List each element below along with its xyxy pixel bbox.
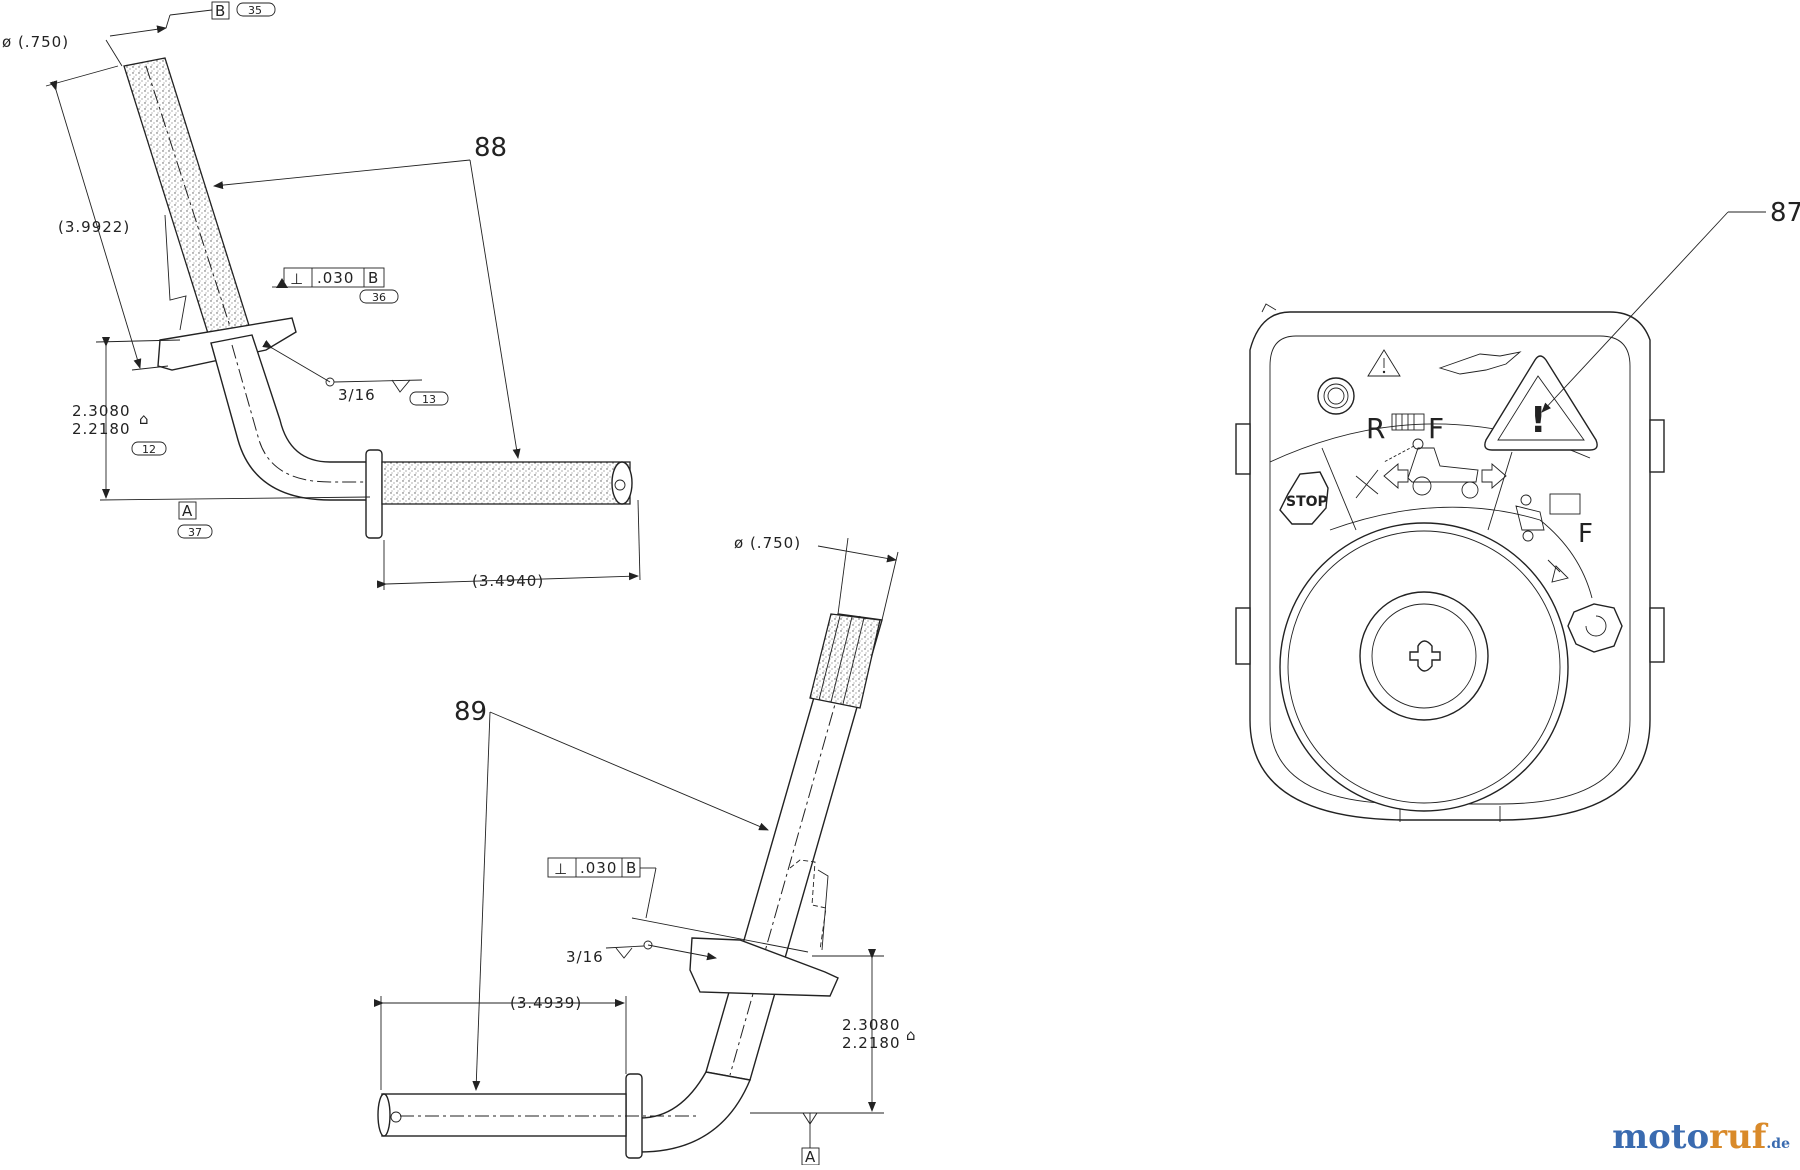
stop-label: STOP [1286, 494, 1328, 510]
small-warning-icon [1367, 349, 1401, 377]
upper-height-ref: 12 [142, 443, 156, 456]
upper-shaft-stub [381, 461, 631, 505]
hand-icon [1438, 351, 1522, 375]
upper-height-profile-icon: ⌂ [139, 410, 150, 428]
upper-shaft-tube [123, 57, 253, 344]
warning-triangle-outer [1484, 355, 1598, 451]
callout-88: 88 [474, 133, 507, 163]
perpendicular-icon: ⊥ [290, 270, 304, 288]
lower-perpendicular-icon: ⊥ [554, 860, 568, 878]
no-reverse-mow-icon [1355, 469, 1379, 499]
upper-length-label: (3.9922) [58, 218, 130, 236]
warning-triangle-inner [1497, 375, 1585, 441]
switch-indicator-outer [1317, 377, 1355, 415]
switch-forward-side-label: F [1578, 519, 1593, 549]
lower-stub-length: (3.4939) [510, 994, 582, 1012]
lower-stub-hole [390, 1111, 402, 1123]
lower-tolerance-datum: B [626, 859, 637, 877]
lower-height-profile-icon: ⌂ [906, 1026, 917, 1044]
lower-shaft-stub [381, 1093, 627, 1137]
brand-part2: ruf [1709, 1117, 1767, 1157]
lower-weld-fillet-icon [615, 947, 633, 959]
switch-indicator-inner [1323, 383, 1349, 409]
lower-bracket-gusset [817, 869, 829, 951]
upper-weld-ref-bubble [409, 391, 449, 406]
upper-datum-b-ref-bubble [236, 2, 276, 17]
lower-weld-size: 3/16 [566, 948, 604, 966]
lower-weld-circle-icon [643, 940, 653, 950]
upper-shaft-centerline [145, 65, 237, 346]
switch-mode-arc-inner [1329, 506, 1541, 531]
lower-height-max: 2.3080 [842, 1016, 901, 1034]
upper-height-min: 2.2180 [72, 420, 131, 438]
switch-corner-marker [1261, 303, 1277, 313]
upper-stub-length: (3.4940) [472, 572, 544, 590]
upper-tolerance-ref-bubble [359, 289, 399, 304]
operator-seat-icon [1515, 494, 1545, 542]
lower-datum-a: A [805, 1148, 816, 1165]
lower-height-min: 2.2180 [842, 1034, 901, 1052]
upper-stub-hole [614, 479, 626, 491]
upper-weld-size: 3/16 [338, 386, 376, 404]
brand-suffix: .de [1766, 1136, 1790, 1152]
upper-shaft-collar [365, 449, 383, 539]
brand-watermark: motoruf.de [1612, 1117, 1790, 1157]
switch-key-cylinder-face [1371, 603, 1477, 709]
upper-tolerance-value: .030 [317, 269, 354, 287]
lower-diameter-label: ø (.750) [734, 534, 801, 552]
down-arrow-icon [1547, 559, 1569, 583]
upper-datum-b-ref: 35 [248, 4, 262, 17]
rotate-key-icon [1585, 615, 1607, 637]
upper-diameter-label: ø (.750) [2, 33, 69, 51]
upper-weld-fillet-icon [391, 379, 411, 393]
start-octagon-icon [1567, 603, 1623, 653]
upper-tolerance-datum: B [368, 269, 379, 287]
upper-height-max: 2.3080 [72, 402, 131, 420]
lower-tolerance-frame [547, 857, 641, 878]
upper-tolerance-frame [283, 267, 385, 288]
switch-reverse-label: R [1366, 412, 1385, 445]
stop-sign-icon [1279, 471, 1329, 525]
upper-elbow-centerline [231, 344, 610, 483]
lower-tolerance-value: .030 [580, 859, 617, 877]
warning-exclamation-icon: ! [1530, 400, 1546, 441]
lower-bracket-plate [689, 937, 839, 997]
upper-datum-a-ref-bubble [177, 524, 213, 539]
upper-stub-end [611, 461, 633, 505]
reverse-arrow-icon [1383, 463, 1409, 489]
upper-shaft-elbow [210, 334, 371, 501]
upper-datum-b-box [211, 1, 230, 20]
upper-datum-a-ref: 37 [188, 526, 202, 539]
switch-tab-right-top [1649, 419, 1665, 473]
key-slot-icon [1409, 640, 1441, 672]
upper-datum-a: A [182, 502, 193, 520]
upper-weld-ref: 13 [422, 393, 436, 406]
switch-key-ring-inner [1287, 530, 1561, 804]
upper-bracket-gusset [164, 214, 187, 331]
deck-blades-icon [1549, 493, 1581, 515]
rider-mower-icon [1383, 438, 1479, 499]
ignition-switch: ! R F STOP F [1235, 198, 1800, 822]
upper-shaft-assembly: ø (.750) B 35 (3.9922) ⊥ .030 B 36 3/16 … [2, 1, 641, 590]
forward-arrow-icon [1481, 463, 1507, 489]
upper-tolerance-ref: 36 [372, 291, 386, 304]
lower-stub-end [377, 1093, 391, 1137]
lower-shaft-assembly: ø (.750) ⊥ .030 B 3/16 (3.4939) 2.3080 2… [374, 534, 917, 1166]
brand-part1: moto [1612, 1117, 1710, 1157]
upper-height-ref-bubble [131, 441, 167, 456]
switch-tab-right-bottom [1649, 607, 1665, 663]
lower-shaft-elbow [639, 1071, 751, 1153]
upper-datum-b: B [215, 2, 226, 20]
switch-tab-left-top [1235, 423, 1251, 475]
callout-87: 87 [1770, 198, 1800, 228]
switch-tab-left-bottom [1235, 607, 1251, 665]
switch-forward-label: F [1428, 412, 1444, 445]
upper-tolerance-leader-icon [276, 278, 288, 288]
callout-89: 89 [454, 697, 487, 727]
upper-datum-a-box [178, 501, 197, 520]
